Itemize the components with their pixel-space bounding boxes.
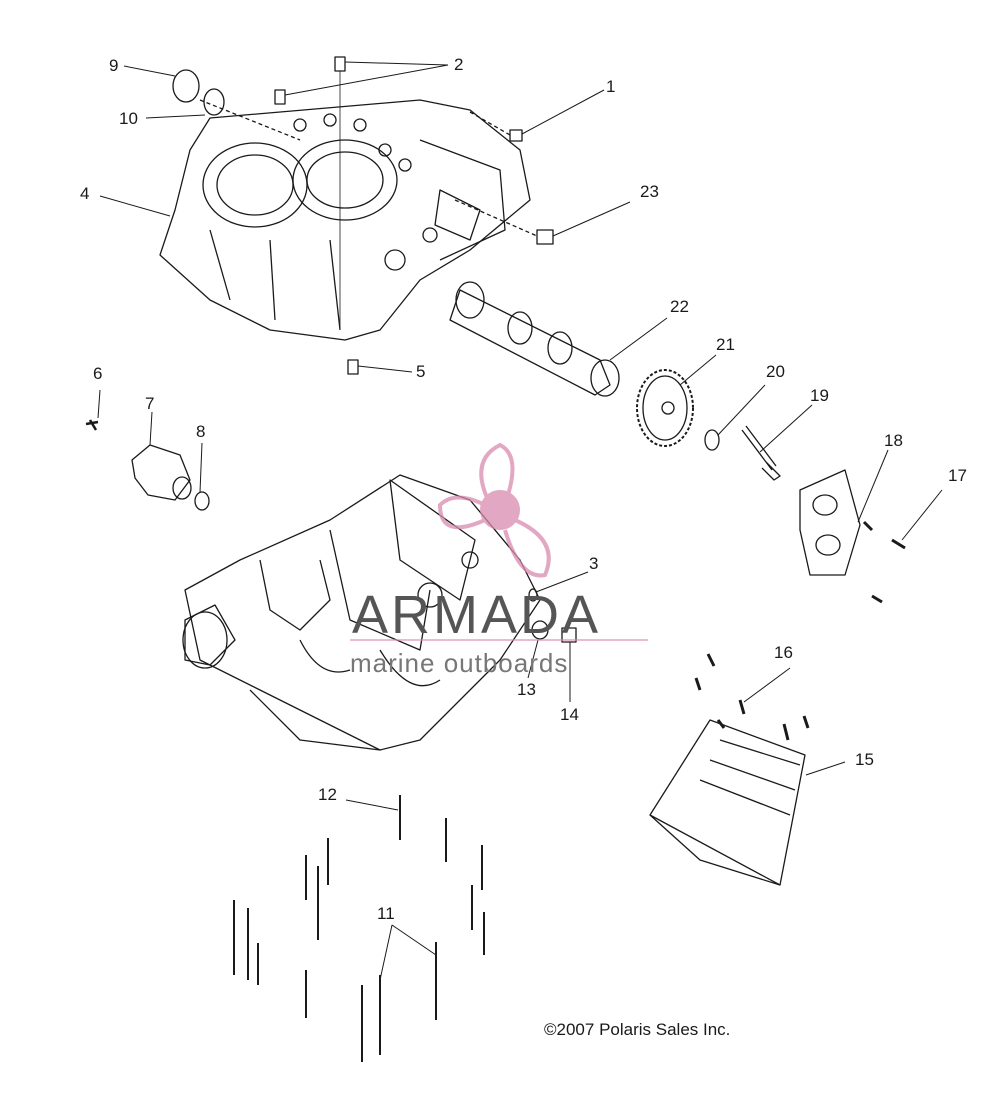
plug-9 — [172, 69, 200, 103]
fitting-1 — [509, 129, 523, 142]
callout-1: 1 — [606, 77, 616, 96]
dowel-pin-5 — [347, 359, 359, 375]
callout-23: 23 — [640, 182, 659, 201]
cam-gear-bolt — [741, 425, 781, 481]
callout-4: 4 — [80, 184, 90, 203]
callout-18: 18 — [884, 431, 903, 450]
o-ring-8 — [194, 491, 210, 511]
washer — [704, 429, 720, 451]
cover-screws — [862, 520, 906, 604]
callout-17: 17 — [948, 466, 967, 485]
callout-9: 9 — [109, 56, 119, 75]
plug-14 — [561, 627, 577, 643]
callout-16: 16 — [774, 643, 793, 662]
callout-6: 6 — [93, 364, 103, 383]
fitting-1-leader — [469, 111, 511, 136]
copyright-notice: ©2007 Polaris Sales Inc. — [544, 1020, 731, 1039]
armada-logo — [350, 442, 648, 641]
callout-15: 15 — [855, 750, 874, 769]
callout-11: 11 — [377, 904, 395, 923]
gasket-plate — [799, 469, 861, 576]
camshaft — [449, 281, 620, 397]
bolt-6 — [85, 419, 99, 431]
leader-lines — [97, 61, 943, 981]
callout-12: 12 — [318, 785, 337, 804]
watermark-subtitle: marine outboards — [350, 648, 569, 678]
ring-10 — [203, 88, 225, 116]
callout-22: 22 — [670, 297, 689, 316]
callout-8: 8 — [196, 422, 206, 441]
crankcase-bolts — [233, 795, 485, 1062]
callout-2: 2 — [454, 55, 464, 74]
baffle-bolts — [694, 653, 810, 741]
oil-pump-housing — [131, 444, 192, 501]
plug-leader — [199, 99, 301, 141]
callout-7: 7 — [145, 394, 155, 413]
callout-14: 14 — [560, 705, 579, 724]
fitting-23-leader — [454, 199, 538, 237]
callout-3: 3 — [589, 554, 599, 573]
callout-13: 13 — [517, 680, 536, 699]
cam-gear — [636, 369, 694, 447]
dowel-pin-2a — [334, 56, 346, 72]
callout-10: 10 — [119, 109, 138, 128]
fitting-23 — [536, 229, 554, 245]
callout-21: 21 — [716, 335, 735, 354]
seal-13 — [531, 620, 549, 640]
callout-20: 20 — [766, 362, 785, 381]
callout-19: 19 — [810, 386, 829, 405]
upper-crankcase — [159, 99, 531, 341]
callout-5: 5 — [416, 362, 426, 381]
lower-crankcase — [182, 474, 541, 751]
dowel-pin-2b — [274, 89, 286, 105]
o-ring-3 — [528, 588, 538, 602]
watermark-title: ARMADA — [352, 585, 602, 645]
oil-baffle — [649, 719, 806, 886]
